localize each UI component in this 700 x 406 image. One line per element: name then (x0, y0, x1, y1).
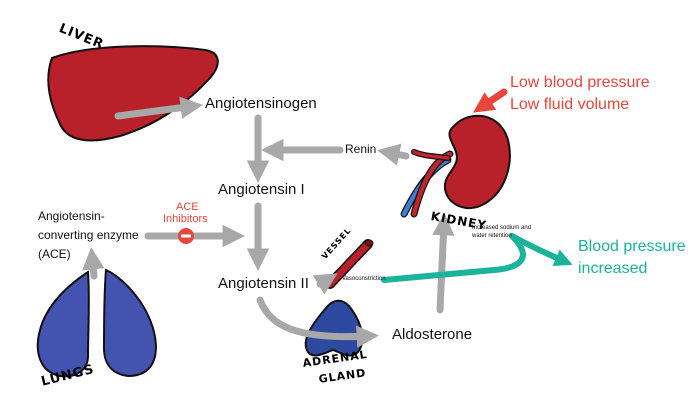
bp-increased-line1: Blood pressure (578, 238, 686, 255)
arrow-low-pressure-to-kidney (473, 88, 508, 113)
ace-inhibitors-line2: Inhibitors (163, 213, 208, 225)
angiotensin-2-node: Angiotensin II (218, 275, 309, 292)
retention-text-line2: water retention (472, 233, 512, 239)
kidney-organ (443, 114, 511, 210)
ace-label-line1: Angiotensin- (38, 209, 105, 223)
arrow-lungs-to-ace (82, 247, 105, 280)
arrow-aldosterone-to-kidney (432, 213, 455, 314)
low-fluid-volume-text: Low fluid volume (510, 96, 630, 113)
ace-label-line3: (ACE) (38, 247, 71, 261)
angiotensinogen-node: Angiotensinogen (205, 95, 317, 112)
retention-text-line1: Increased sodium and (472, 225, 532, 231)
renin-node: Renin (345, 142, 377, 156)
arrow-kidney-to-renin (377, 143, 410, 166)
ace-inhibitors-line1: ACE (176, 201, 199, 213)
arrow-to-bp-increased (381, 233, 573, 283)
left-lung (36, 270, 90, 378)
arrow-angiotensin2-to-aldosterone (256, 296, 379, 348)
right-lung (102, 268, 157, 378)
adrenal-gland-organ (304, 299, 364, 357)
ace-label-line2: converting enzyme (38, 228, 139, 242)
arrow-liver-to-angiotensinogen (114, 96, 203, 120)
liver-organ (47, 45, 219, 142)
arrow-angiotensin2-to-vessel (312, 273, 338, 295)
inhibitor-block-icon (178, 228, 194, 244)
aldosterone-node: Aldosterone (392, 326, 473, 343)
renal-top-vessel-fill (412, 150, 450, 160)
low-blood-pressure-text: Low blood pressure (510, 74, 650, 91)
bp-increased-line2: increased (578, 260, 648, 277)
angiotensin-1-node: Angiotensin I (218, 181, 305, 198)
vasoconstriction-text: Vasoconstriction (342, 276, 386, 282)
